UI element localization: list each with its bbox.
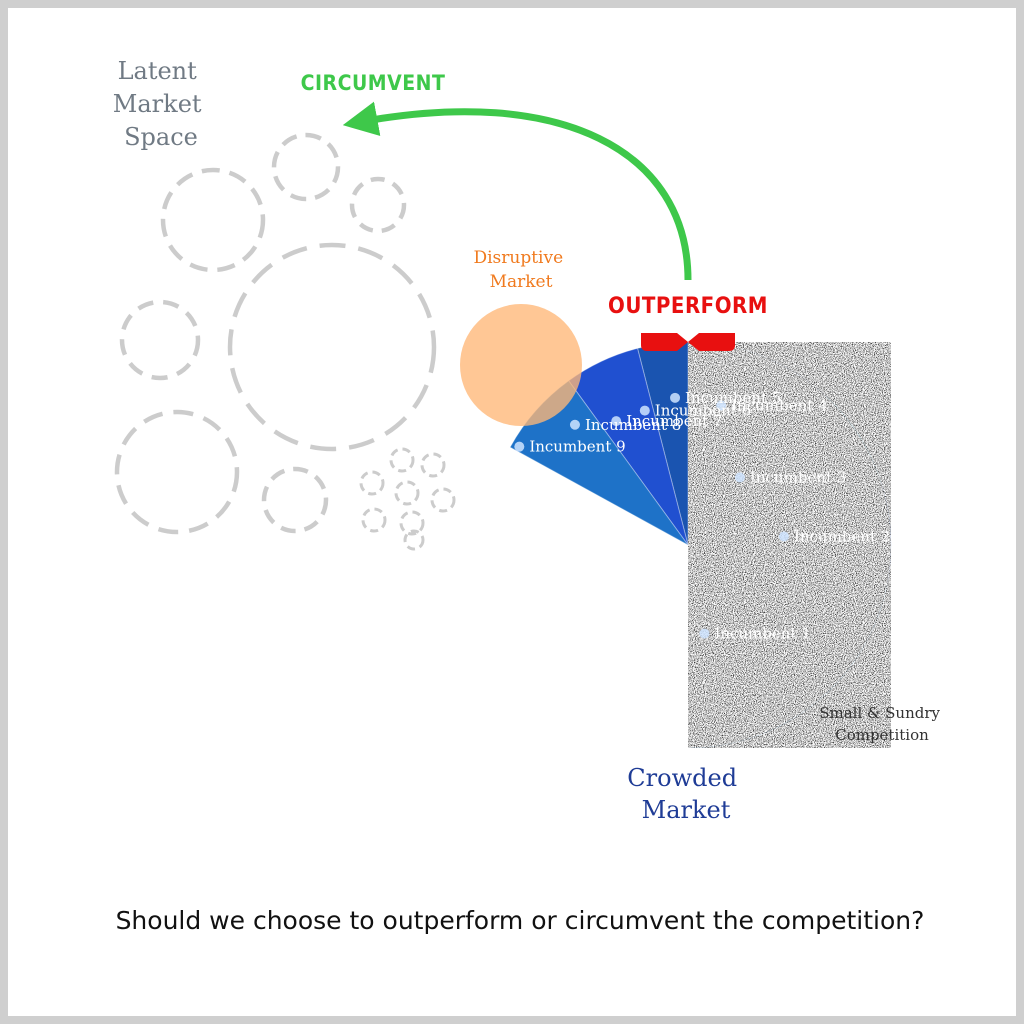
dashed-circle xyxy=(114,409,240,535)
label-dot xyxy=(734,472,745,483)
dashed-circle xyxy=(261,466,329,534)
pie-slice-label: Incumbent 5 xyxy=(685,389,781,407)
circumvent-label: CIRCUMVENT xyxy=(301,71,446,95)
pie-slice-label: Incumbent 7 xyxy=(626,412,722,430)
small-dashed-circles xyxy=(359,447,456,551)
pie-slice-label: Incumbent 1 xyxy=(714,625,810,643)
label-dot xyxy=(778,531,789,542)
pie-slice-label: Incumbent 3 xyxy=(750,468,846,486)
dashed-circle xyxy=(227,242,437,452)
dashed-circle xyxy=(271,132,341,202)
dashed-circle xyxy=(430,487,456,513)
caption-question: Should we choose to outperform or circum… xyxy=(115,906,925,935)
dashed-circle xyxy=(394,480,420,506)
pie-slice-label: Incumbent 4 xyxy=(731,396,827,414)
dashed-circle xyxy=(349,176,407,234)
dashed-circle xyxy=(420,452,446,478)
label-dot xyxy=(569,419,580,430)
circumvent-arrow xyxy=(342,101,692,281)
dashed-circle xyxy=(359,470,385,496)
disruptive-market-label: Disruptive Market xyxy=(473,248,568,292)
label-dot xyxy=(639,405,650,416)
dashed-circle xyxy=(119,299,201,381)
pie-labels: Incumbent 1 Incumbent 2 Incumbent 3 Incumbe… xyxy=(514,389,890,643)
outperform-bracket xyxy=(641,333,735,351)
crowded-market-label: Crowded Market xyxy=(627,764,744,824)
dashed-circle xyxy=(361,507,387,533)
noise-texture xyxy=(688,342,891,748)
label-dot xyxy=(670,392,681,403)
dashed-circle xyxy=(160,167,266,273)
dashed-circle xyxy=(403,529,425,551)
label-dot xyxy=(699,628,710,639)
crowded-market-pie xyxy=(509,341,892,749)
pie-slice-label: Incumbent 9 xyxy=(529,438,625,456)
outperform-label: OUTPERFORM xyxy=(608,294,768,319)
dashed-circle xyxy=(389,447,415,473)
pie-slice-label: Incumbent 2 xyxy=(794,527,890,545)
label-dot xyxy=(611,416,622,427)
small-sundry-label: Small & Sundry Competition xyxy=(819,704,945,744)
disruptive-market-circle xyxy=(460,304,582,426)
dashed-circle xyxy=(399,510,425,536)
label-dot xyxy=(514,441,525,452)
latent-market-label: Latent Market Space xyxy=(113,57,209,151)
pie-slice-label: Incumbent 8 xyxy=(585,416,681,434)
latent-market-circles xyxy=(114,132,456,551)
pie-slice-label: Incumbent 6 xyxy=(655,402,751,420)
label-dot xyxy=(716,400,727,411)
